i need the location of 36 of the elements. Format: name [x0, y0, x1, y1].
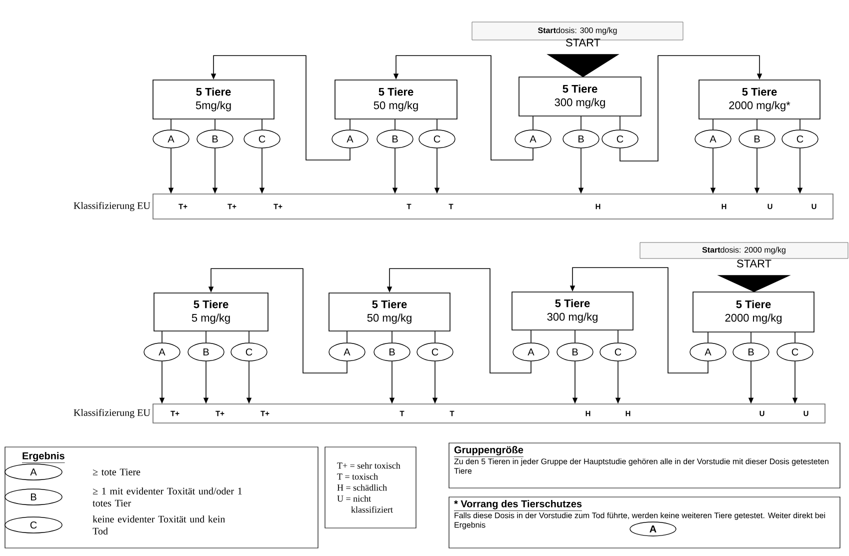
connector-line [394, 119, 396, 130]
connector-line [574, 330, 576, 344]
start-dose-box: Startdosis: 2000 mg/kg [640, 242, 848, 259]
connector-line [248, 331, 250, 344]
arrow [620, 55, 762, 162]
dose-box: 5 Tiere 2000 mg/kg [692, 292, 814, 332]
connector-line [756, 119, 758, 130]
bar-label: Klassifizierung EU [74, 408, 150, 418]
connector-line [436, 119, 438, 130]
connector-line [794, 332, 796, 344]
abbreviation-box: T+ = sehr toxisch T = toxisch H = schädlich U = nicht klassifiziert [324, 446, 416, 528]
connector-line [580, 116, 582, 130]
connector-line [434, 331, 436, 344]
start-label: START [736, 260, 772, 268]
result-description: keine evidenter Toxität und kein Tod [92, 515, 225, 534]
dose-box: 5 Tiere 5 mg/kg [154, 292, 268, 332]
dose-box: 5 Tiere 300 mg/kg [518, 76, 642, 116]
connector-line [750, 332, 752, 344]
connector-line [530, 330, 532, 344]
start-label: START [566, 38, 600, 46]
note-box: Gruppengröße Zu den 5 Tieren in jeder Gruppe der Hauptstudie gehören alle in der Vorstudie mit dieser Dosis getesteten Tiere [448, 442, 840, 488]
dose-box: 5 Tiere 50 mg/kg [334, 80, 458, 120]
dose-box: 5 Tiere 5mg/kg [152, 80, 274, 120]
dose-box: 5 Tiere 2000 mg/kg* [698, 80, 820, 120]
connector-line [532, 116, 534, 130]
connector-line [346, 331, 348, 344]
classification-bar [152, 404, 826, 424]
result-description: ≥ 1 mit evidenter Toxität und/oder 1 totes Tier [92, 487, 242, 506]
result-description: ≥ tote Tiere [92, 468, 140, 476]
connector-line [214, 119, 216, 130]
connector-line [712, 119, 714, 130]
classification-bar [152, 194, 834, 220]
bar-label: Klassifizierung EU [74, 202, 150, 212]
connector-line [170, 119, 172, 130]
dose-box: 5 Tiere 300 mg/kg [512, 292, 634, 330]
dose-box: 5 Tiere 50 mg/kg [328, 292, 450, 332]
